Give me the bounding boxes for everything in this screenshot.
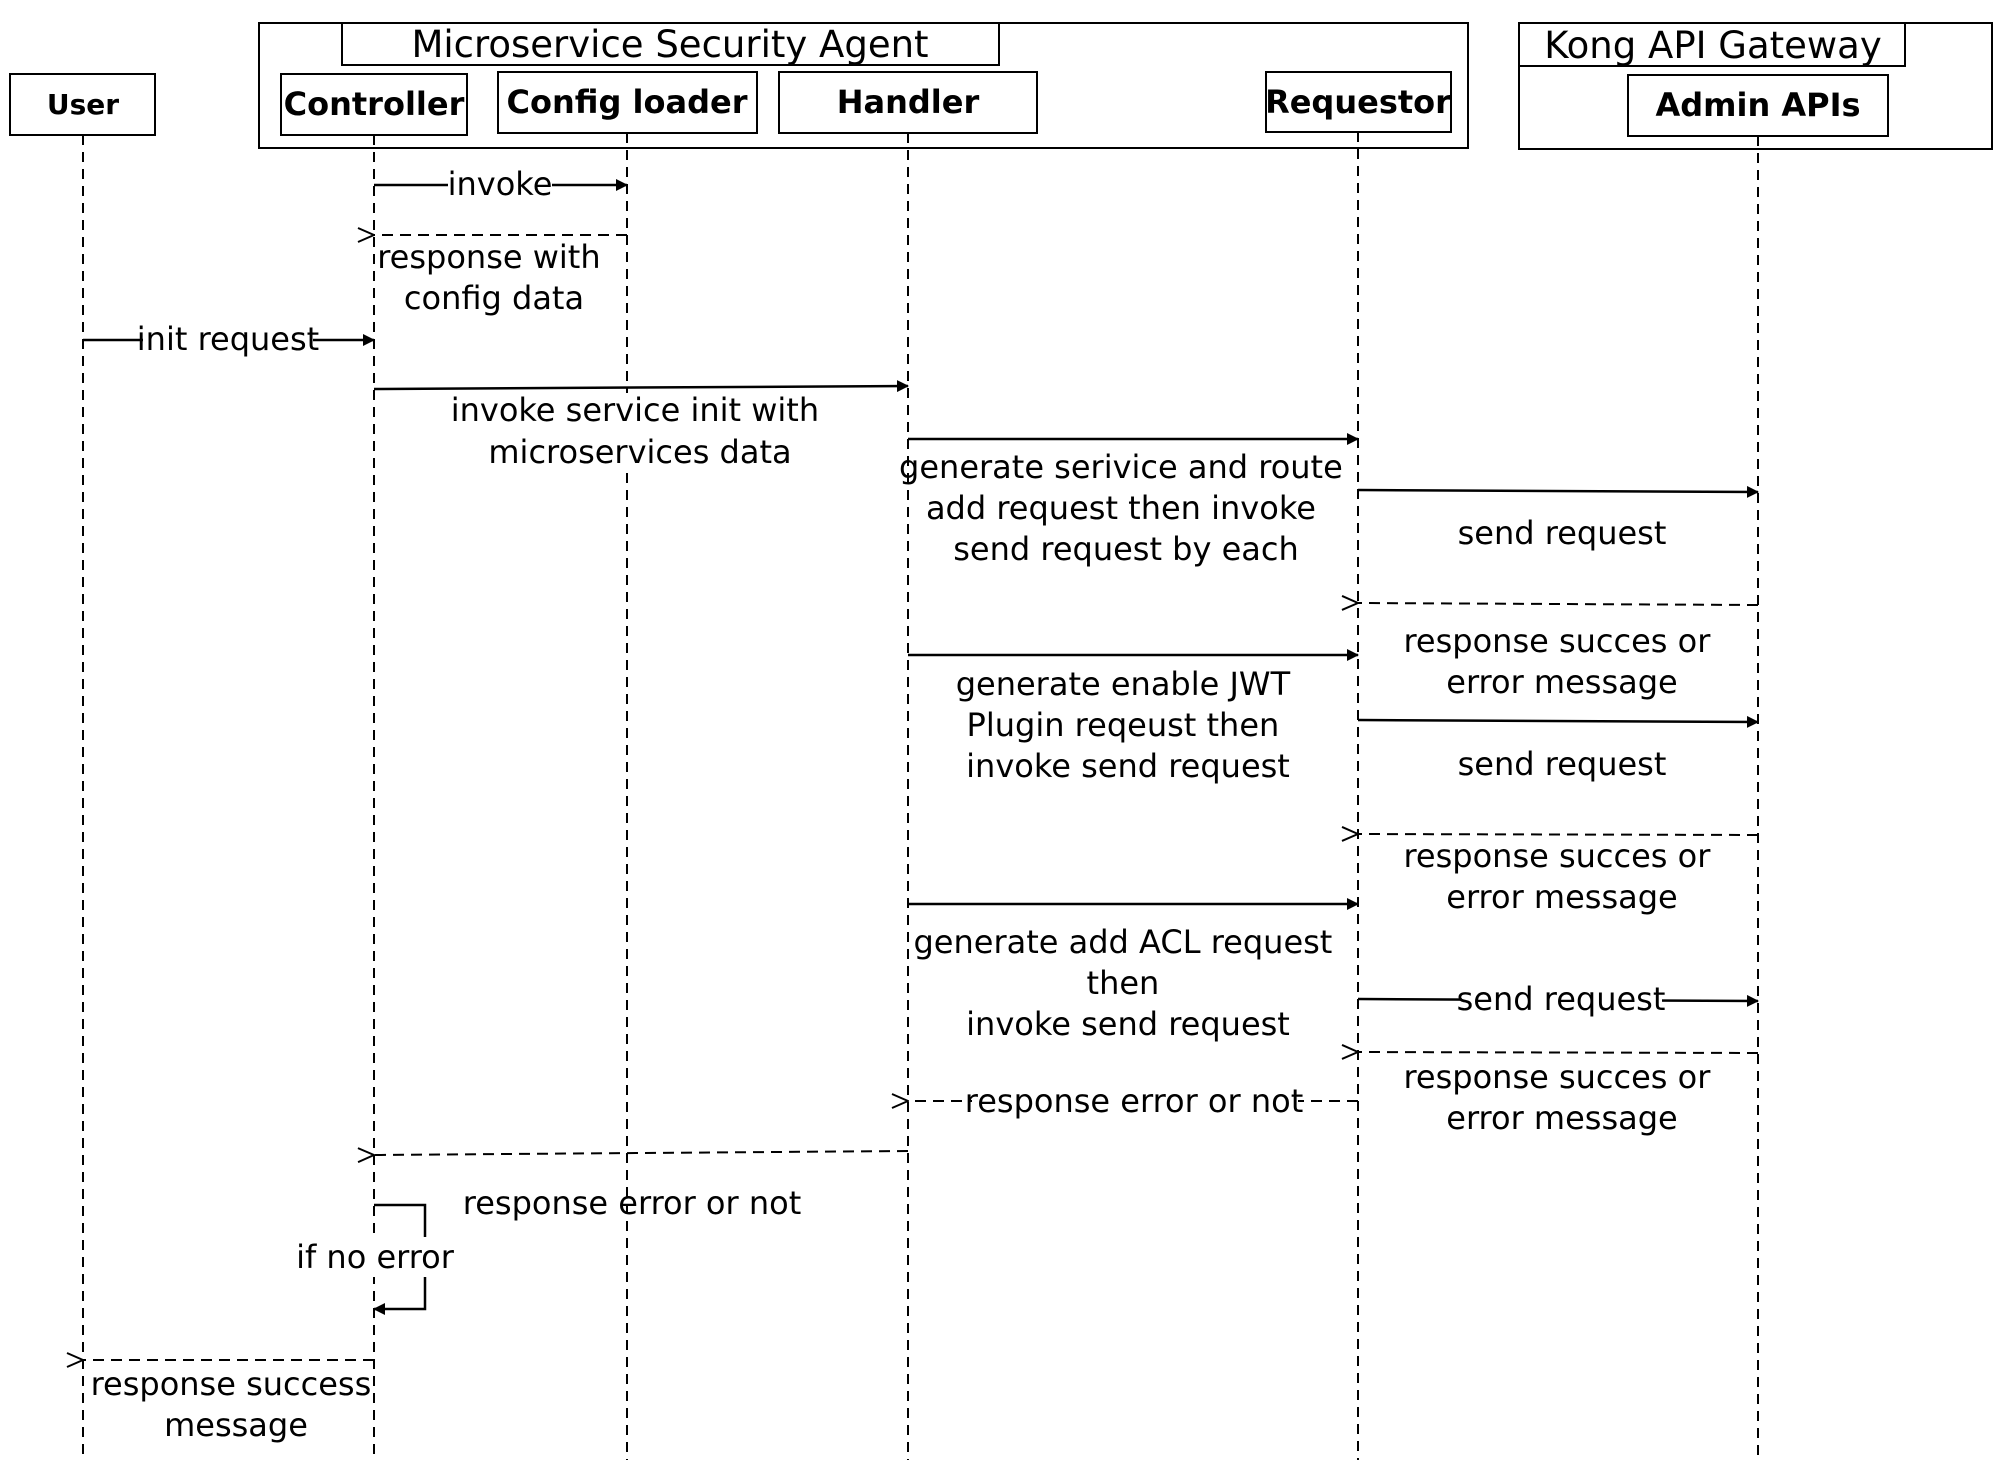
msg-response-3-label: response succes or error message [1403,1058,1720,1137]
actor-user-box [9,73,156,136]
msg-generate-service-route-line-1: generate serivice and route [899,448,1343,486]
actor-admin-apis-label: Admin APIs [1655,86,1860,124]
msg-send-request-1-label: send request [1458,514,1667,552]
actor-handler: Handler [778,71,1038,134]
msg-response-1-label: response succes or error message [1403,622,1720,701]
actor-config-loader-box [497,71,758,134]
msg-generate-service-route: generate serivice and route add request … [899,433,1359,568]
msg-generate-jwt-line-1: generate enable JWT [956,665,1291,703]
msg-generate-jwt-label: generate enable JWT Plugin reqeust then … [956,665,1301,785]
msg-response-success-label-bg [104,1366,370,1446]
msg-send-request-2-label: send request [1458,745,1667,783]
msg-send-request-3-label-bg [1462,982,1662,1016]
msg-config-response: response with config data [374,235,627,317]
msg-response-2: response succes or error message [1358,834,1759,916]
msg-response-3-line-1: response succes or [1403,1058,1711,1096]
msg-invoke-service-init-label-bg [470,393,810,473]
actor-config-loader: Config loader [497,71,758,134]
msg-invoke-service-init-arrow [373,380,909,393]
msg-invoke-label-bg [448,166,552,200]
msg-invoke-service-init: invoke service init with microservices d… [373,380,909,473]
msg-generate-jwt-line-3: invoke send request [966,747,1290,785]
msg-response-success: response success message [83,1360,382,1446]
msg-generate-service-route-label: generate serivice and route add request … [899,448,1353,568]
msg-response-3-line-2: error message [1446,1099,1677,1137]
msg-response-1: response succes or error message [1358,603,1759,701]
msg-init-request-label: init request [137,320,319,358]
msg-response-3-arrow [1358,1052,1759,1053]
msg-response-success-line-1: response success [91,1365,372,1403]
agent-group-title-box [341,22,1000,66]
actor-requestor-label: Requestor [1265,83,1451,121]
msg-if-no-error-label: if no error [296,1238,455,1276]
gateway-group-title: Kong API Gateway [1544,24,1882,67]
msg-config-response-line-1: response with [377,238,600,276]
msg-invoke-service-init-line-1: invoke service init with [451,391,819,429]
actor-controller: Controller [280,73,468,136]
msg-generate-acl-line-2: then [1087,964,1160,1002]
actor-requestor: Requestor [1265,71,1452,133]
msg-send-request-1-arrow [1357,485,1759,498]
msg-response-success-label: response success message [91,1365,382,1444]
msg-response-1-line-1: response succes or [1403,622,1711,660]
msg-response-error-handler-label: response error or not [965,1082,1303,1120]
msg-generate-acl-line-3: invoke send request [966,1005,1290,1043]
msg-init-request: init request [83,320,375,358]
msg-send-request-3: send request [1357,980,1759,1018]
msg-send-request-3-label: send request [1457,980,1666,1018]
msg-response-1-arrow [1358,603,1759,605]
msg-send-request-2: send request [1357,715,1759,783]
actor-handler-box [778,71,1038,134]
msg-generate-acl-line-1: generate add ACL request [913,923,1332,961]
msg-if-no-error-label-bg [298,1237,452,1277]
msg-response-error-controller: response error or not [374,1151,909,1222]
msg-generate-service-route-line-3: send request by each [953,530,1299,568]
msg-response-2-arrow [1358,834,1759,835]
msg-generate-service-route-line-2: add request then invoke [926,489,1316,527]
msg-response-2-line-2: error message [1446,878,1677,916]
actor-user: User [9,73,156,136]
msg-config-response-line-2: config data [404,279,584,317]
actor-handler-label: Handler [837,83,980,121]
msg-invoke-service-init-label: invoke service init with microservices d… [451,391,830,471]
msg-send-request-1: send request [1357,485,1759,552]
msg-generate-acl: generate add ACL request then invoke sen… [908,898,1359,1043]
gateway-group-title-box [1518,22,1906,67]
msg-init-request-label-bg [143,322,313,356]
msg-response-error-handler-label-bg [972,1083,1298,1117]
actor-admin-apis-box [1627,74,1889,137]
msg-response-error-controller-arrow [374,1151,909,1155]
agent-group-title: Microservice Security Agent [411,23,928,66]
actor-config-loader-label: Config loader [507,83,748,121]
actor-user-label: User [47,88,119,121]
msg-if-no-error: if no error [296,1203,455,1315]
msg-generate-acl-label: generate add ACL request then invoke sen… [913,923,1342,1043]
msg-generate-jwt-line-2: Plugin reqeust then [967,706,1280,744]
msg-send-request-2-arrow [1357,715,1759,728]
actor-controller-label: Controller [284,85,465,123]
msg-config-response-label: response with config data [377,238,611,317]
actor-admin-apis: Admin APIs [1627,74,1889,137]
msg-response-2-label: response succes or error message [1403,837,1720,916]
msg-response-2-line-1: response succes or [1403,837,1711,875]
msg-response-success-line-2: message [164,1406,308,1444]
actor-controller-box [280,73,468,136]
msg-invoke-label: invoke [448,165,553,203]
msg-response-error-handler: response error or not [908,1082,1358,1120]
msg-response-1-line-2: error message [1446,663,1677,701]
msg-invoke-service-init-line-2: microservices data [488,433,791,471]
msg-generate-jwt: generate enable JWT Plugin reqeust then … [908,649,1359,785]
msg-response-error-controller-label: response error or not [463,1184,801,1222]
msg-invoke: invoke [374,165,628,203]
msg-response-3: response succes or error message [1358,1052,1759,1137]
